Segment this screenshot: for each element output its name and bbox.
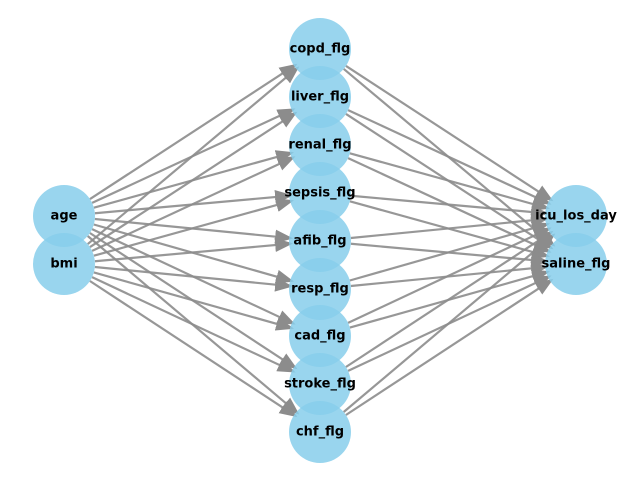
- edges-layer: [86, 63, 556, 418]
- node-label-cad_flg: cad_flg: [294, 329, 345, 344]
- edge-chf_flg-to-icu_los_day: [342, 233, 556, 413]
- edge-bmi-to-liver_flg: [89, 111, 298, 248]
- node-chf_flg[interactable]: chf_flg: [289, 401, 351, 463]
- edge-bmi-to-chf_flg: [89, 280, 298, 418]
- node-circle-afib_flg: [289, 210, 351, 272]
- node-label-icu_los_day: icu_los_day: [535, 209, 617, 224]
- node-label-resp_flg: resp_flg: [291, 282, 349, 297]
- node-label-chf_flg: chf_flg: [296, 425, 344, 440]
- edge-liver_flg-to-icu_los_day: [347, 109, 552, 205]
- node-circle-saline_flg: [545, 233, 607, 295]
- node-circle-stroke_flg: [289, 353, 351, 415]
- node-label-afib_flg: afib_flg: [293, 234, 346, 249]
- edge-bmi-to-stroke_flg: [91, 276, 296, 373]
- edge-renal_flg-to-icu_los_day: [349, 152, 550, 211]
- node-resp_flg[interactable]: resp_flg: [289, 258, 351, 320]
- node-label-sepsis_flg: sepsis_flg: [284, 186, 355, 201]
- edge-bmi-to-afib_flg: [94, 238, 294, 263]
- node-sepsis_flg[interactable]: sepsis_flg: [284, 162, 356, 224]
- node-icu_los_day[interactable]: icu_los_day: [535, 185, 617, 247]
- edge-copd_flg-to-icu_los_day: [345, 65, 554, 202]
- node-label-renal_flg: renal_flg: [288, 138, 351, 153]
- node-cad_flg[interactable]: cad_flg: [289, 305, 351, 367]
- node-label-age: age: [51, 209, 78, 224]
- node-circle-liver_flg: [289, 66, 351, 128]
- node-renal_flg[interactable]: renal_flg: [288, 114, 352, 176]
- node-circle-age: [33, 185, 95, 247]
- edge-bmi-to-copd_flg: [87, 66, 300, 245]
- node-circle-sepsis_flg: [289, 162, 351, 224]
- node-circle-chf_flg: [289, 401, 351, 463]
- node-circle-copd_flg: [289, 18, 351, 80]
- node-label-saline_flg: saline_flg: [542, 257, 611, 272]
- node-liver_flg[interactable]: liver_flg: [289, 66, 351, 128]
- node-circle-icu_los_day: [545, 185, 607, 247]
- node-circle-renal_flg: [289, 114, 351, 176]
- edge-cad_flg-to-icu_los_day: [347, 227, 552, 324]
- edge-sepsis_flg-to-icu_los_day: [350, 194, 550, 219]
- edge-bmi-to-renal_flg: [91, 156, 296, 252]
- node-stroke_flg[interactable]: stroke_flg: [284, 353, 356, 415]
- node-age[interactable]: age: [33, 185, 95, 247]
- edge-resp_flg-to-icu_los_day: [349, 221, 551, 282]
- edge-chf_flg-to-saline_flg: [345, 278, 554, 416]
- edge-age-to-copd_flg: [89, 63, 298, 200]
- node-saline_flg[interactable]: saline_flg: [542, 233, 611, 295]
- node-label-liver_flg: liver_flg: [291, 90, 349, 105]
- node-circle-resp_flg: [289, 258, 351, 320]
- edge-bmi-to-sepsis_flg: [93, 198, 294, 257]
- node-label-stroke_flg: stroke_flg: [284, 377, 356, 392]
- node-label-bmi: bmi: [50, 257, 77, 272]
- node-label-copd_flg: copd_flg: [290, 42, 351, 57]
- node-circle-bmi: [33, 233, 95, 295]
- node-bmi[interactable]: bmi: [33, 233, 95, 295]
- node-copd_flg[interactable]: copd_flg: [289, 18, 351, 80]
- edge-bmi-to-cad_flg: [93, 271, 295, 331]
- node-circle-cad_flg: [289, 305, 351, 367]
- node-afib_flg[interactable]: afib_flg: [289, 210, 351, 272]
- nodes-layer: age bmi copd_flg liver_flg renal_flg sepsis_f…: [33, 18, 617, 463]
- edge-stroke_flg-to-icu_los_day: [345, 230, 554, 368]
- edge-afib_flg-to-icu_los_day: [350, 213, 550, 240]
- edge-bmi-to-resp_flg: [94, 265, 294, 292]
